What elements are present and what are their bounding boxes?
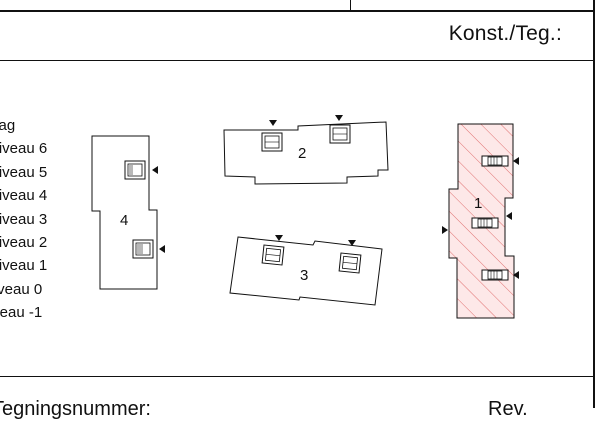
top-border-line <box>0 10 594 12</box>
level-item[interactable]: Niveau 2 <box>0 234 48 252</box>
level-item[interactable]: Niveau 1 <box>0 257 48 275</box>
building-1-number: 1 <box>474 195 482 212</box>
revision-label: Rev. <box>488 398 528 420</box>
entrance-arrow-icon <box>442 226 448 234</box>
drawing-number-label: Tegningsnummer: <box>0 398 151 420</box>
level-item[interactable]: Niveau -1 <box>0 304 43 322</box>
level-item[interactable]: Niveau 5 <box>0 163 48 181</box>
stairwell-icon[interactable] <box>261 244 285 266</box>
level-legend: Tag Niveau 6 Niveau 5 Niveau 4 Niveau 3 … <box>0 114 47 325</box>
stairwell-icon[interactable] <box>261 132 283 152</box>
stairwell-inner <box>135 242 151 256</box>
building-2-number: 2 <box>298 145 306 162</box>
building-4-number: 4 <box>120 212 128 229</box>
header-divider-line <box>0 60 594 61</box>
entrance-arrow-icon <box>152 166 158 174</box>
stairwell-icon[interactable] <box>329 124 351 144</box>
entrance-arrow-icon <box>335 115 343 121</box>
entrance-arrow-icon <box>348 240 356 246</box>
stairwell-inner <box>487 270 503 280</box>
right-border-line <box>593 0 595 408</box>
entrance-arrow-icon <box>513 157 519 165</box>
top-divider-tick <box>350 0 351 11</box>
level-item[interactable]: Niveau 0 <box>0 280 43 298</box>
building-3-number: 3 <box>300 267 308 284</box>
entrance-arrow-icon <box>275 235 283 241</box>
level-item[interactable]: Niveau 4 <box>0 187 48 205</box>
entrance-arrow-icon <box>506 212 512 220</box>
site-plan: 4 2 <box>91 115 519 319</box>
stair-step <box>343 261 357 265</box>
stairwell-inner <box>487 156 503 166</box>
construction-label: Konst./Teg.: <box>448 22 562 45</box>
entrance-arrow-icon <box>159 245 165 253</box>
building-1[interactable]: 1 <box>442 123 519 319</box>
stair-step <box>266 253 280 257</box>
stairwell-icon[interactable] <box>481 269 509 281</box>
entrance-arrow-icon <box>513 271 519 279</box>
building-3[interactable]: 3 <box>229 235 383 306</box>
footer-divider-line <box>0 376 594 377</box>
stairwell-icon[interactable] <box>481 155 509 167</box>
stairwell-icon[interactable] <box>132 239 154 259</box>
level-item[interactable]: Tag <box>0 117 16 134</box>
entrance-arrow-icon <box>269 120 277 126</box>
stairwell-icon[interactable] <box>338 252 362 274</box>
stairwell-inner <box>477 218 493 228</box>
stairwell-icon[interactable] <box>471 217 499 229</box>
level-item[interactable]: Niveau 3 <box>0 210 48 228</box>
level-item[interactable]: Niveau 6 <box>0 140 48 158</box>
stairwell-inner <box>127 163 143 177</box>
building-4[interactable]: 4 <box>91 135 165 290</box>
stairwell-icon[interactable] <box>124 160 146 180</box>
building-2[interactable]: 2 <box>223 115 389 185</box>
